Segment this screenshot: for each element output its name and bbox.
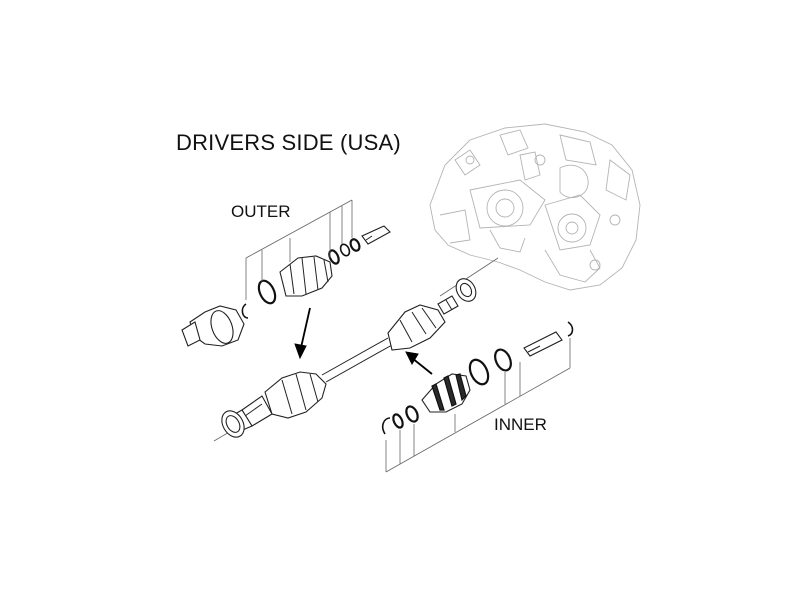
outer-boot-kit xyxy=(241,199,391,319)
inner-boot-kit xyxy=(382,321,574,473)
drive-shaft-assembly xyxy=(227,295,459,433)
inner-label: INNER xyxy=(494,415,547,434)
dust-seal xyxy=(221,410,245,438)
arrow-outer-to-shaft xyxy=(294,307,311,360)
outer-boot-band-small xyxy=(328,249,340,265)
axle-centerline-upper xyxy=(439,257,499,297)
inner-circlip-right xyxy=(567,321,574,337)
arrow-inner-to-shaft xyxy=(405,351,433,375)
outer-cv-joint-part xyxy=(181,305,245,347)
inner-ring-3 xyxy=(494,348,512,372)
outer-boot-band-large xyxy=(257,279,277,305)
inner-ring-1 xyxy=(392,413,404,429)
inner-boot-band xyxy=(468,358,490,386)
outer-clip-small xyxy=(339,243,351,257)
outer-stopper-ring xyxy=(349,238,361,252)
outer-label: OUTER xyxy=(231,202,291,221)
transaxle-housing xyxy=(429,123,641,291)
inner-circlip-left xyxy=(382,417,391,435)
outer-grease-tube xyxy=(361,225,391,245)
outer-circlip xyxy=(241,303,249,319)
inner-grease-tube xyxy=(523,331,563,357)
diagram-title: DRIVERS SIDE (USA) xyxy=(176,130,401,155)
oil-seal xyxy=(455,278,477,302)
inner-ring-2 xyxy=(405,405,419,423)
